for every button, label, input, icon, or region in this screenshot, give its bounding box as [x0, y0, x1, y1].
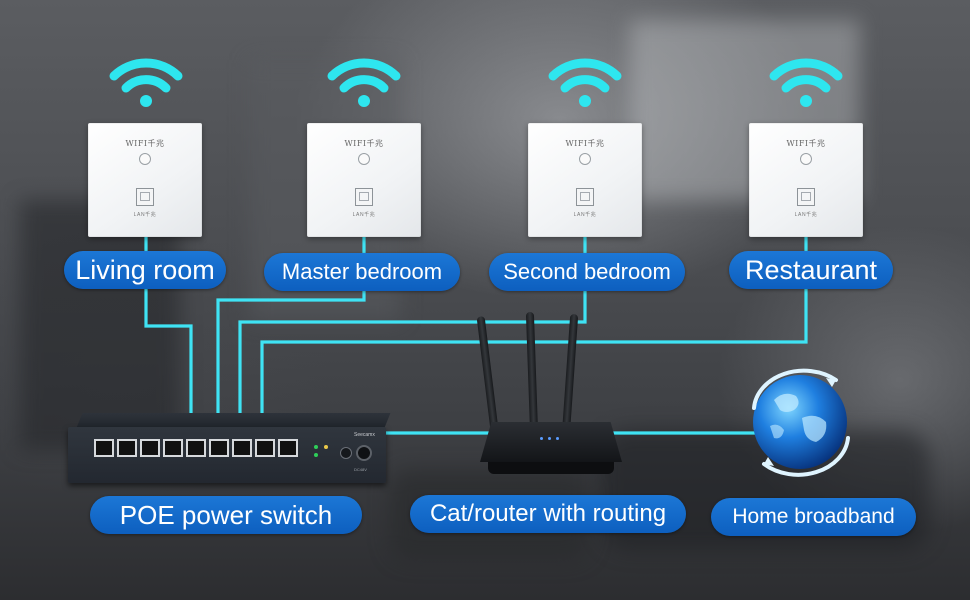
dc-power-label: DC48V — [354, 467, 367, 472]
ethernet-port — [355, 188, 373, 206]
label-router: Cat/router with routing — [410, 495, 686, 533]
ethernet-port — [94, 439, 114, 457]
router-led — [548, 437, 551, 440]
router-led — [556, 437, 559, 440]
router-antenna — [476, 315, 500, 439]
router-body — [480, 422, 622, 462]
router-antenna — [561, 313, 579, 437]
label-second-bedroom: Second bedroom — [489, 253, 685, 291]
ethernet-port — [576, 188, 594, 206]
label-poe-switch: POE power switch — [90, 496, 362, 534]
ap-port-label: LAN千兆 — [133, 212, 157, 218]
ap-brand-text: WIFI千兆 — [125, 139, 165, 148]
ethernet-port — [232, 439, 252, 457]
ethernet-port — [117, 439, 137, 457]
access-point-master-bedroom: WIFI千兆 LAN千兆 — [307, 123, 421, 237]
router-base — [488, 462, 614, 474]
ap-brand-text: WIFI千兆 — [344, 139, 384, 148]
ap-port-label: LAN千兆 — [794, 212, 818, 218]
label-home-broadband: Home broadband — [711, 498, 916, 536]
poe-switch: Seecamx DC48V — [68, 413, 391, 483]
ap-led-indicator — [358, 153, 370, 165]
ethernet-port — [255, 439, 275, 457]
label-master-bedroom: Master bedroom — [264, 253, 460, 291]
status-led — [324, 445, 328, 449]
ethernet-port — [797, 188, 815, 206]
ap-led-indicator — [139, 153, 151, 165]
access-point-restaurant: WIFI千兆 LAN千兆 — [749, 123, 863, 237]
status-led — [314, 453, 318, 457]
ap-brand-text: WIFI千兆 — [786, 139, 826, 148]
globe-icon — [752, 368, 850, 477]
switch-front-panel: Seecamx DC48V — [68, 427, 386, 483]
ap-brand-text: WIFI千兆 — [565, 139, 605, 148]
router-antenna — [525, 311, 539, 435]
ethernet-port — [140, 439, 160, 457]
wifi-icon — [548, 58, 622, 107]
ap-led-indicator — [800, 153, 812, 165]
ethernet-port — [186, 439, 206, 457]
status-led — [314, 445, 318, 449]
label-living-room: Living room — [64, 251, 226, 289]
ap-port-label: LAN千兆 — [352, 212, 376, 218]
router — [470, 311, 630, 482]
ethernet-port — [209, 439, 229, 457]
wifi-icon — [327, 58, 401, 107]
reset-button — [340, 447, 352, 459]
access-point-living-room: WIFI千兆 LAN千兆 — [88, 123, 202, 237]
ethernet-port — [163, 439, 183, 457]
ap-led-indicator — [579, 153, 591, 165]
ethernet-port — [136, 188, 154, 206]
ethernet-port — [278, 439, 298, 457]
ap-port-label: LAN千兆 — [573, 212, 597, 218]
dc-power-jack — [356, 445, 372, 461]
wifi-icon — [769, 58, 843, 107]
switch-brand: Seecamx — [354, 432, 375, 438]
router-led — [540, 437, 543, 440]
label-restaurant: Restaurant — [729, 251, 893, 289]
access-point-second-bedroom: WIFI千兆 LAN千兆 — [528, 123, 642, 237]
wifi-icon — [109, 58, 183, 107]
